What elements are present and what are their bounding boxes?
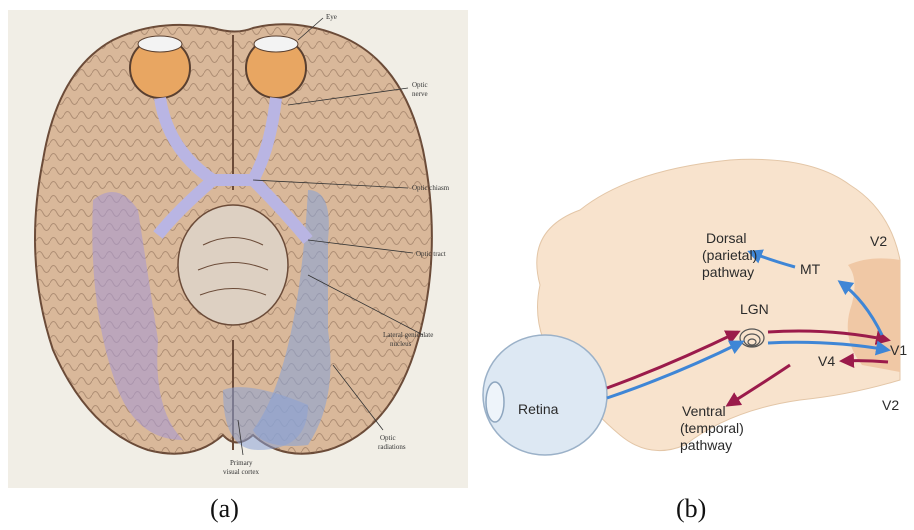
label-ventral-2: (temporal) xyxy=(680,420,744,436)
caption-b: (b) xyxy=(676,494,706,524)
label-ventral-1: Ventral xyxy=(682,403,726,419)
label-primary-visual-cortex-1: Primary xyxy=(230,459,253,467)
label-lgn-1: Lateral geniculate xyxy=(383,331,433,339)
label-v4: V4 xyxy=(818,353,835,369)
label-optic-nerve-1: Optic xyxy=(412,81,428,89)
label-dorsal-2: (parietal) xyxy=(702,247,757,263)
panel-b-pathway-diagram: Dorsal (parietal) pathway MT V2 LGN V1 V… xyxy=(470,10,910,488)
label-eye: Eye xyxy=(326,13,337,21)
label-primary-visual-cortex-2: visual cortex xyxy=(223,468,259,476)
caption-a: (a) xyxy=(210,494,239,524)
label-lgn: LGN xyxy=(740,301,769,317)
label-optic-radiations-2: radiations xyxy=(378,443,406,451)
label-mt: MT xyxy=(800,261,821,277)
brain-underside-drawing: Eye Optic nerve Optic chiasm Optic tract… xyxy=(8,10,468,488)
label-v2-bottom: V2 xyxy=(882,397,899,413)
brainstem xyxy=(178,205,288,325)
label-dorsal-3: pathway xyxy=(702,264,754,280)
left-cornea xyxy=(138,36,182,52)
right-cornea xyxy=(254,36,298,52)
label-ventral-3: pathway xyxy=(680,437,732,453)
label-optic-nerve-2: nerve xyxy=(412,90,428,98)
label-optic-chiasm: Optic chiasm xyxy=(412,184,450,192)
panel-a-brain-illustration: Eye Optic nerve Optic chiasm Optic tract… xyxy=(8,10,468,488)
label-optic-radiations-1: Optic xyxy=(380,434,396,442)
label-optic-tract: Optic tract xyxy=(416,250,446,258)
v1-to-v4-red xyxy=(842,361,888,362)
pathway-diagram: Dorsal (parietal) pathway MT V2 LGN V1 V… xyxy=(470,10,910,488)
label-retina: Retina xyxy=(518,401,559,417)
label-v2-top: V2 xyxy=(870,233,887,249)
label-v1: V1 xyxy=(890,342,907,358)
eye-lens xyxy=(486,382,504,422)
label-dorsal-1: Dorsal xyxy=(706,230,746,246)
label-lgn-2: nucleus xyxy=(390,340,412,348)
